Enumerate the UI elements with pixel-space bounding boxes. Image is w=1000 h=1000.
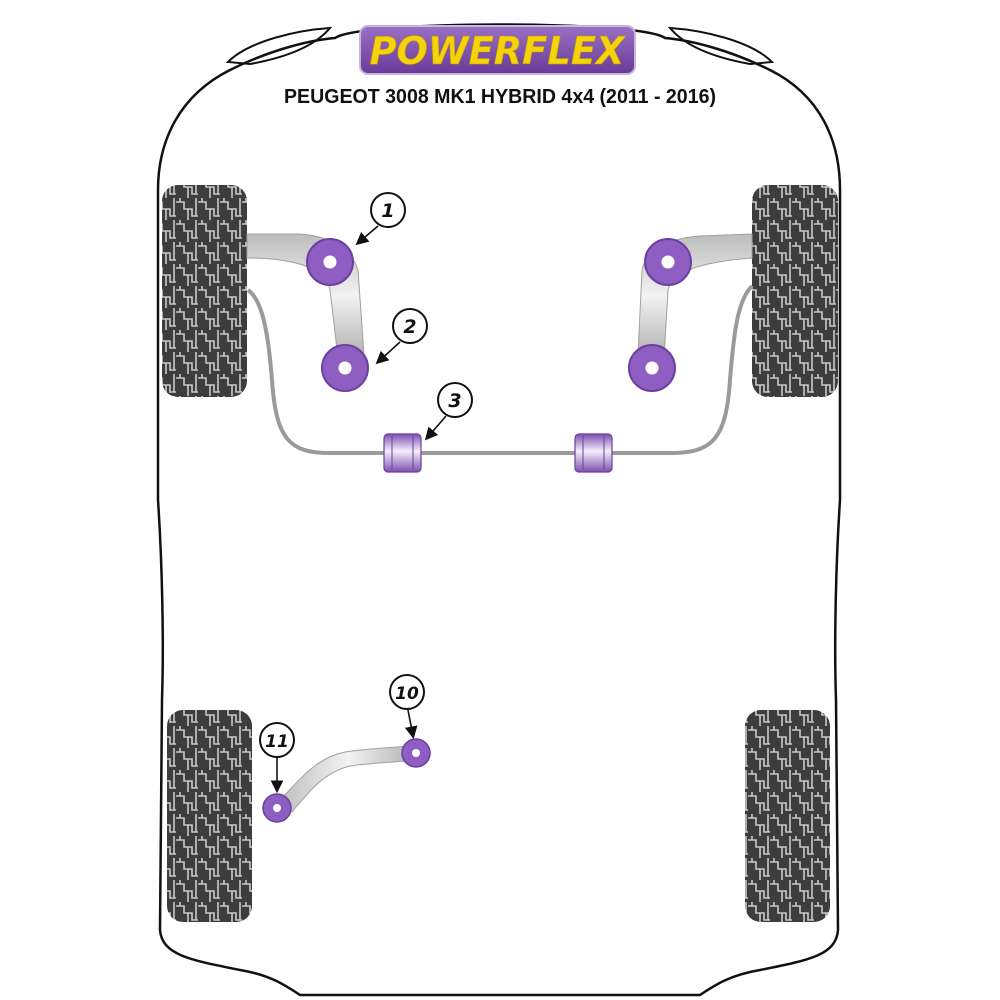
bush-3[interactable] [383,433,422,473]
callout-10-label: 10 [395,684,419,704]
bush-1-right[interactable] [644,238,692,286]
tyre-front-left [162,185,247,397]
vehicle-title: PEUGEOT 3008 MK1 HYBRID 4x4 (2011 - 2016… [284,86,716,108]
callout-1[interactable]: 1 [355,192,406,246]
tyre-rear-left [167,710,252,922]
tyre-rear-right [745,710,830,922]
rear-arm [277,744,419,813]
callout-10[interactable]: 10 [389,674,425,740]
bush-3-right[interactable] [574,433,613,473]
car-body-outline [156,23,842,997]
callout-1-label: 1 [381,200,394,222]
bush-2[interactable] [321,344,369,392]
callout-3-label: 3 [448,390,461,412]
callout-2-label: 2 [403,316,416,338]
callout-11-label: 11 [265,732,289,752]
headlight-right [667,26,775,66]
powerflex-logo: POWERFLEX [359,25,636,75]
logo-text: POWERFLEX [370,29,627,73]
headlight-left [225,26,333,66]
tyre-front-right [752,185,838,397]
callout-11[interactable]: 11 [259,722,295,794]
bush-10[interactable] [401,738,431,768]
anti-roll-bar [246,284,754,455]
callout-3[interactable]: 3 [424,382,473,441]
bush-2-right[interactable] [628,344,676,392]
bush-11[interactable] [262,793,292,823]
bush-1[interactable] [306,238,354,286]
callout-2[interactable]: 2 [375,308,428,365]
